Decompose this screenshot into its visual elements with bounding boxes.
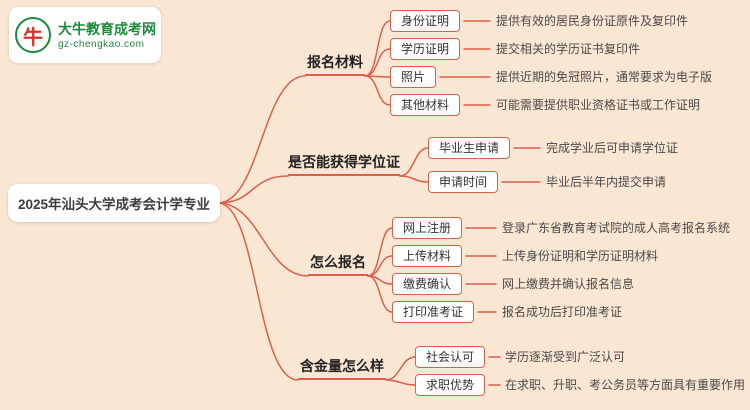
- child-node: 网上注册: [392, 217, 462, 239]
- child-node: 社会认可: [415, 346, 485, 368]
- child-node: 打印准考证: [392, 301, 474, 323]
- child-node: 毕业生申请: [428, 137, 510, 159]
- child-desc: 毕业后半年内提交申请: [546, 175, 667, 189]
- child-desc: 学历逐渐受到广泛认可: [505, 350, 626, 364]
- site-logo: 牛 大牛教育成考网 gz-chengkao.com: [8, 6, 162, 64]
- branch-label-degree: 是否能获得学位证: [288, 152, 400, 176]
- child-desc: 完成学业后可申请学位证: [546, 141, 679, 155]
- child-node: 学历证明: [390, 38, 460, 60]
- branch-label-value: 含金量怎么样: [298, 356, 386, 380]
- child-desc: 提供有效的居民身份证原件及复印件: [496, 14, 689, 28]
- child-node: 缴费确认: [392, 273, 462, 295]
- child-desc: 可能需要提供职业资格证书或工作证明: [496, 98, 701, 112]
- root-topic: 2025年汕头大学成考会计学专业: [8, 184, 220, 222]
- child-node: 上传材料: [392, 245, 462, 267]
- child-desc: 网上缴费并确认报名信息: [502, 277, 635, 291]
- child-desc: 登录广东省教育考试院的成人高考报名系统: [502, 221, 731, 235]
- child-desc: 提交相关的学历证书复印件: [496, 42, 641, 56]
- child-desc: 提供近期的免冠照片，通常要求为电子版: [496, 70, 713, 84]
- child-desc: 报名成功后打印准考证: [502, 305, 623, 319]
- child-node: 求职优势: [415, 374, 485, 396]
- child-node: 照片: [390, 66, 436, 88]
- child-node: 申请时间: [428, 171, 498, 193]
- child-node: 其他材料: [390, 94, 460, 116]
- site-name: 大牛教育成考网: [58, 20, 156, 37]
- child-desc: 上传身份证明和学历证明材料: [502, 249, 659, 263]
- site-url: gz-chengkao.com: [58, 38, 145, 50]
- branch-label-materials: 报名材料: [305, 52, 365, 76]
- branch-label-how-to-apply: 怎么报名: [308, 252, 368, 276]
- bull-icon: 牛: [15, 17, 51, 53]
- child-desc: 在求职、升职、考公务员等方面具有重要作用: [505, 378, 746, 392]
- child-node: 身份证明: [390, 10, 460, 32]
- logo-text: 大牛教育成考网 gz-chengkao.com: [58, 20, 156, 51]
